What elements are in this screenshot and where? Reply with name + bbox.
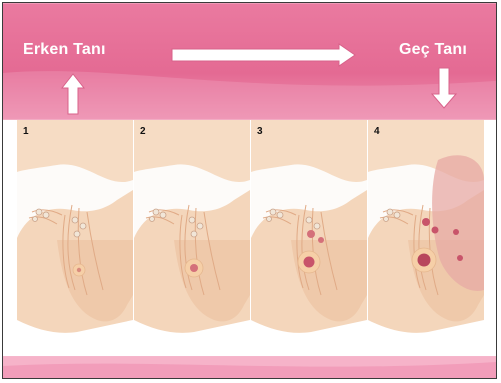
pink-footer-band xyxy=(3,356,496,379)
stage-panel-4: 4 xyxy=(368,120,484,356)
arrow-down-icon xyxy=(431,67,457,109)
arrow-right-icon xyxy=(171,43,357,67)
late-diagnosis-label: Geç Tanı xyxy=(399,41,467,59)
slide: Erken Tanı Geç Tanı xyxy=(2,2,497,379)
early-diagnosis-label: Erken Tanı xyxy=(23,41,106,59)
stage-panel-2: 2 xyxy=(134,120,250,356)
stage-panel-3: 3 xyxy=(251,120,367,356)
stage-number: 3 xyxy=(257,126,263,137)
stages-illustration: 1 xyxy=(17,120,485,356)
breast-illustration-stage-3 xyxy=(251,120,367,356)
breast-illustration-stage-1 xyxy=(17,120,133,356)
stage-number: 2 xyxy=(140,126,146,137)
stage-panel-1: 1 xyxy=(17,120,133,356)
stage-number: 4 xyxy=(374,126,380,137)
arrow-up-icon xyxy=(61,73,85,115)
stage-number: 1 xyxy=(23,126,29,137)
breast-illustration-stage-2 xyxy=(134,120,250,356)
breast-illustration-stage-4 xyxy=(368,120,484,356)
